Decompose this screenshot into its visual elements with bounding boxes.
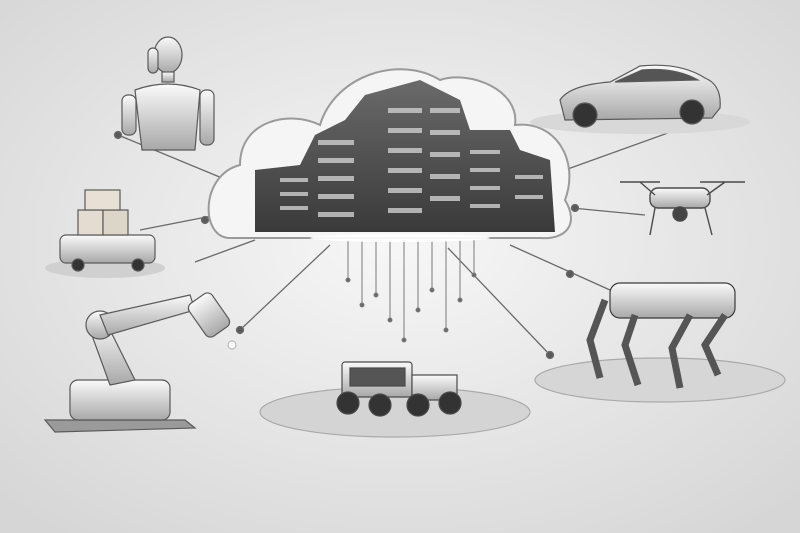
quadruped-robot bbox=[534, 282, 786, 403]
cloud-data-center bbox=[207, 68, 572, 242]
server-racks bbox=[280, 108, 543, 217]
autonomous-car bbox=[530, 64, 750, 134]
utility-vehicle bbox=[259, 361, 531, 438]
data-streams bbox=[345, 240, 477, 343]
industrial-robot-arm bbox=[43, 292, 237, 433]
delivery-robot bbox=[45, 189, 165, 278]
humanoid-robot bbox=[121, 36, 215, 151]
drone bbox=[620, 181, 745, 236]
